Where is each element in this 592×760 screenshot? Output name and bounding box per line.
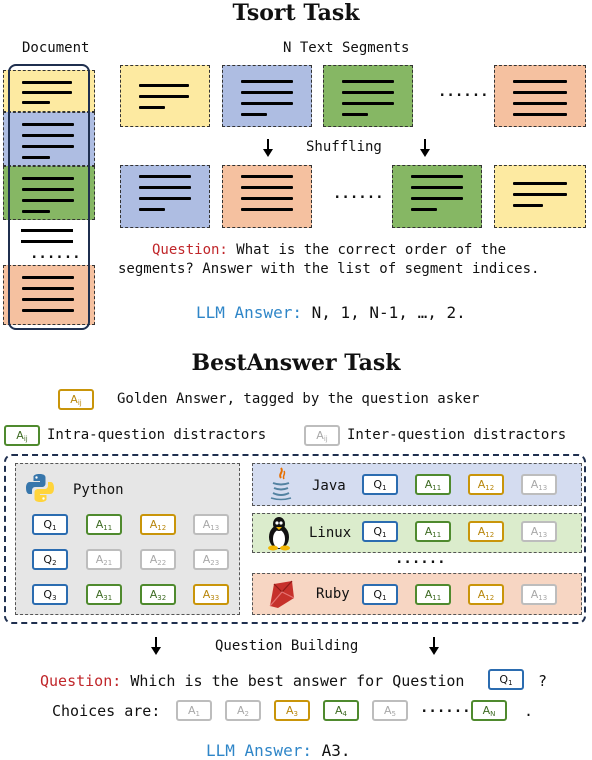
- segment-bottom-yellow: [494, 165, 586, 228]
- build-arrow-left: [151, 637, 161, 655]
- segments-bottom-dots: ......: [333, 186, 384, 202]
- tsort-question-line2: segments? Answer with the list of segmen…: [118, 261, 540, 277]
- bestanswer-question-line: Question: Which is the best answer for Q…: [40, 672, 464, 690]
- chip-python-a13: A13: [193, 514, 229, 535]
- choice-a5: A5: [372, 700, 408, 721]
- question-q1-chip: Q1: [488, 669, 524, 690]
- segment-top-orange: [494, 65, 586, 127]
- chip-python-q2: Q2: [32, 549, 68, 570]
- java-label: Java: [312, 478, 346, 494]
- document-label: Document: [22, 40, 90, 56]
- shuffle-arrow-left: [263, 139, 273, 157]
- build-arrow-right: [429, 637, 439, 655]
- document-segment-yellow: [3, 70, 95, 112]
- segments-top-dots: ......: [438, 84, 489, 100]
- chip-java-a13: A13: [521, 474, 557, 495]
- python-icon: [26, 474, 54, 502]
- chip-python-a11: A11: [86, 514, 122, 535]
- shuffle-arrow-right: [420, 139, 430, 157]
- tsort-answer: LLM Answer: N, 1, N-1, …, 2.: [196, 303, 466, 322]
- segment-top-blue: [222, 65, 312, 127]
- bestanswer-answer-label: LLM Answer:: [206, 741, 312, 760]
- chip-python-a23: A23: [193, 549, 229, 570]
- choice-a2: A2: [225, 700, 261, 721]
- tsort-answer-label: LLM Answer:: [196, 303, 302, 322]
- tsort-question-line1: Question: What is the correct order of t…: [152, 242, 506, 258]
- ruby-icon: [269, 580, 295, 608]
- legend-inter-desc: Inter-question distractors: [347, 427, 567, 443]
- segment-bottom-blue: [120, 165, 210, 228]
- chip-linux-a11: A11: [415, 521, 451, 542]
- chip-java-a11: A11: [415, 474, 451, 495]
- chip-python-a31: A31: [86, 584, 122, 605]
- chip-linux-q1: Q1: [362, 521, 398, 542]
- linux-label: Linux: [309, 525, 352, 541]
- segment-top-green: [323, 65, 413, 127]
- legend-intra-desc: Intra-question distractors: [47, 427, 267, 443]
- tsort-title: Tsort Task: [232, 0, 360, 26]
- ruby-label: Ruby: [316, 586, 350, 602]
- chip-python-a12: A12: [140, 514, 176, 535]
- chip-python-a32: A32: [140, 584, 176, 605]
- chip-python-a33: A33: [193, 584, 229, 605]
- legend-golden-desc: Golden Answer, tagged by the question as…: [117, 391, 480, 407]
- java-icon: [270, 467, 292, 501]
- document-segment-orange: [3, 265, 95, 325]
- chip-ruby-a12: A12: [468, 584, 504, 605]
- chip-python-q1: Q1: [32, 514, 68, 535]
- legend-inter-chip: Aij: [304, 425, 340, 446]
- segment-bottom-orange: [222, 165, 312, 228]
- python-label: Python: [73, 482, 124, 498]
- choices-end: .: [524, 702, 534, 720]
- chip-python-a22: A22: [140, 549, 176, 570]
- panels-dots: ......: [395, 551, 446, 567]
- segment-bottom-green: [392, 165, 482, 228]
- linux-tux-icon: [268, 517, 290, 551]
- document-segment-green: [3, 166, 95, 220]
- tsort-question-label: Question:: [152, 242, 228, 258]
- question-building-label: Question Building: [215, 638, 359, 654]
- choices-dots: ......: [420, 700, 471, 716]
- question-suffix: ?: [538, 672, 548, 690]
- choice-a1: A1: [176, 700, 212, 721]
- document-outline: [8, 64, 90, 330]
- chip-java-q1: Q1: [362, 474, 398, 495]
- segments-label: N Text Segments: [283, 40, 410, 56]
- chip-linux-a12: A12: [468, 521, 504, 542]
- shuffling-label: Shuffling: [306, 139, 382, 155]
- chip-python-q3: Q3: [32, 584, 68, 605]
- choices-label: Choices are:: [52, 702, 161, 720]
- tsort-answer-text: N, 1, N-1, …, 2.: [311, 303, 466, 322]
- segment-top-yellow: [120, 65, 210, 127]
- bestanswer-title: BestAnswer Task: [191, 350, 401, 376]
- chip-java-a12: A12: [468, 474, 504, 495]
- bestanswer-answer: LLM Answer: A3.: [206, 741, 351, 760]
- legend-intra-chip: Aij: [4, 425, 40, 446]
- bestanswer-question-text: Which is the best answer for Question: [130, 672, 465, 690]
- choice-a3: A3: [274, 700, 310, 721]
- tsort-question-text: What is the correct order of the: [236, 242, 507, 258]
- bestanswer-answer-text: A3.: [321, 741, 351, 760]
- chip-ruby-a11: A11: [415, 584, 451, 605]
- bestanswer-question-label: Question:: [40, 672, 122, 690]
- choice-an: AN: [471, 700, 507, 721]
- legend-golden-chip: Aij: [58, 389, 94, 410]
- document-segment-blue: [3, 112, 95, 166]
- bestanswer-container: [4, 454, 586, 624]
- document-dots: ......: [30, 246, 81, 262]
- chip-ruby-q1: Q1: [362, 584, 398, 605]
- chip-linux-a13: A13: [521, 521, 557, 542]
- choice-a4: A4: [323, 700, 359, 721]
- chip-python-a21: A21: [86, 549, 122, 570]
- chip-ruby-a13: A13: [521, 584, 557, 605]
